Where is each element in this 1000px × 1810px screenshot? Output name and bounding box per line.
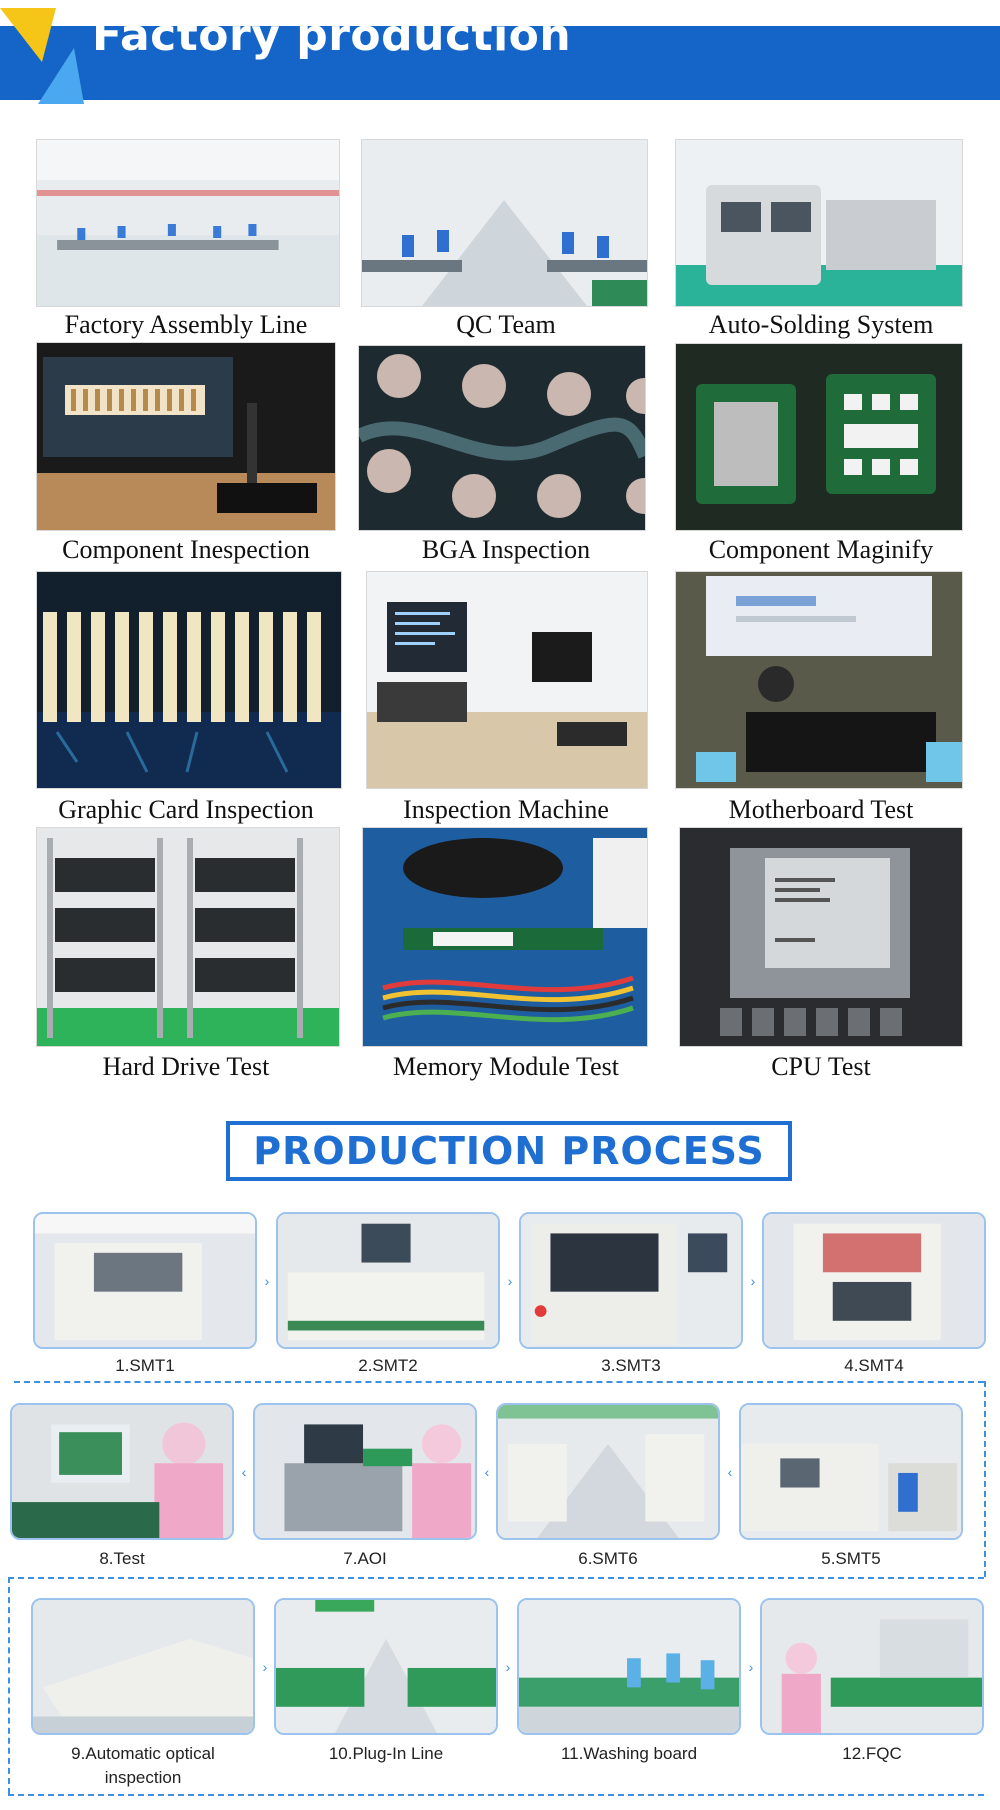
page-title: Factory production <box>92 10 572 61</box>
photo-factory-assembly-line <box>36 139 340 307</box>
step-label-smt4: 4.SMT4 <box>844 1356 904 1375</box>
header-banner <box>0 26 1000 100</box>
photo-component-inespection <box>36 342 336 531</box>
step-photo-smt2 <box>276 1212 500 1349</box>
step-label-washing-board: 11.Washing board <box>560 1744 698 1763</box>
chevron-right-icon: › <box>748 1659 754 1675</box>
step-label-smt6: 6.SMT6 <box>578 1549 638 1568</box>
step-label-test: 8.Test <box>99 1549 145 1568</box>
process-title: PRODUCTION PROCESS <box>253 1129 765 1173</box>
step-label-smt5: 5.SMT5 <box>821 1549 881 1568</box>
connector-row2-left <box>8 1577 10 1794</box>
process-title-box: PRODUCTION PROCESS <box>226 1121 792 1181</box>
step-label-smt1: 1.SMT1 <box>115 1356 175 1375</box>
caption-auto-solding-system: Auto-Solding System <box>708 310 934 339</box>
photo-auto-solding-system <box>675 139 963 307</box>
logo-triangles-icon <box>0 8 84 104</box>
connector-row1-row2 <box>14 1381 984 1383</box>
caption-memory-module-test: Memory Module Test <box>393 1052 619 1081</box>
caption-motherboard-test: Motherboard Test <box>728 795 914 824</box>
step-photo-smt5 <box>739 1403 963 1540</box>
step-photo-automatic-optical-inspection <box>31 1598 255 1735</box>
connector-row1-right <box>984 1381 986 1577</box>
step-label-fqc: 12.FQC <box>842 1744 902 1763</box>
photo-cpu-test <box>679 827 963 1047</box>
chevron-right-icon: › <box>507 1273 513 1289</box>
caption-bga-inspection: BGA Inspection <box>421 535 591 564</box>
step-label-smt2: 2.SMT2 <box>358 1356 418 1375</box>
step-photo-washing-board <box>517 1598 741 1735</box>
caption-cpu-test: CPU Test <box>771 1052 871 1081</box>
chevron-left-icon: ‹ <box>727 1464 733 1480</box>
photo-motherboard-test <box>675 571 963 789</box>
step-label-automatic-optical-inspection: 9.Automatic optical inspection <box>71 1744 215 1787</box>
photo-hard-drive-test <box>36 827 340 1047</box>
step-label-aoi: 7.AOI <box>343 1549 387 1568</box>
step-photo-fqc <box>760 1598 984 1735</box>
chevron-right-icon: › <box>262 1659 268 1675</box>
step-photo-smt6 <box>496 1403 720 1540</box>
photo-memory-module-test <box>362 827 648 1047</box>
step-photo-aoi <box>253 1403 477 1540</box>
chevron-right-icon: › <box>264 1273 270 1289</box>
photo-graphic-card-inspection <box>36 571 342 789</box>
step-photo-smt3 <box>519 1212 743 1349</box>
chevron-left-icon: ‹ <box>241 1464 247 1480</box>
caption-factory-assembly-line: Factory Assembly Line <box>64 310 308 339</box>
photo-bga-inspection <box>358 345 646 531</box>
chevron-right-icon: › <box>750 1273 756 1289</box>
step-label-plug-in-line: 10.Plug-In Line <box>328 1744 444 1763</box>
photo-inspection-machine <box>366 571 648 789</box>
caption-inspection-machine: Inspection Machine <box>403 795 609 824</box>
connector-row2-row3 <box>8 1577 984 1579</box>
caption-graphic-card-inspection: Graphic Card Inspection <box>58 795 314 824</box>
step-photo-smt4 <box>762 1212 986 1349</box>
chevron-left-icon: ‹ <box>484 1464 490 1480</box>
chevron-right-icon: › <box>505 1659 511 1675</box>
caption-qc-team: QC Team <box>456 310 556 339</box>
step-photo-test <box>10 1403 234 1540</box>
caption-component-inespection: Component Inespection <box>62 535 310 564</box>
photo-component-maginify <box>675 343 963 531</box>
connector-row3-bottom <box>8 1794 984 1796</box>
photo-qc-team <box>361 139 648 307</box>
step-label-smt3: 3.SMT3 <box>601 1356 661 1375</box>
step-photo-smt1 <box>33 1212 257 1349</box>
caption-hard-drive-test: Hard Drive Test <box>102 1052 270 1081</box>
step-photo-plug-in-line <box>274 1598 498 1735</box>
caption-component-maginify: Component Maginify <box>708 535 934 564</box>
